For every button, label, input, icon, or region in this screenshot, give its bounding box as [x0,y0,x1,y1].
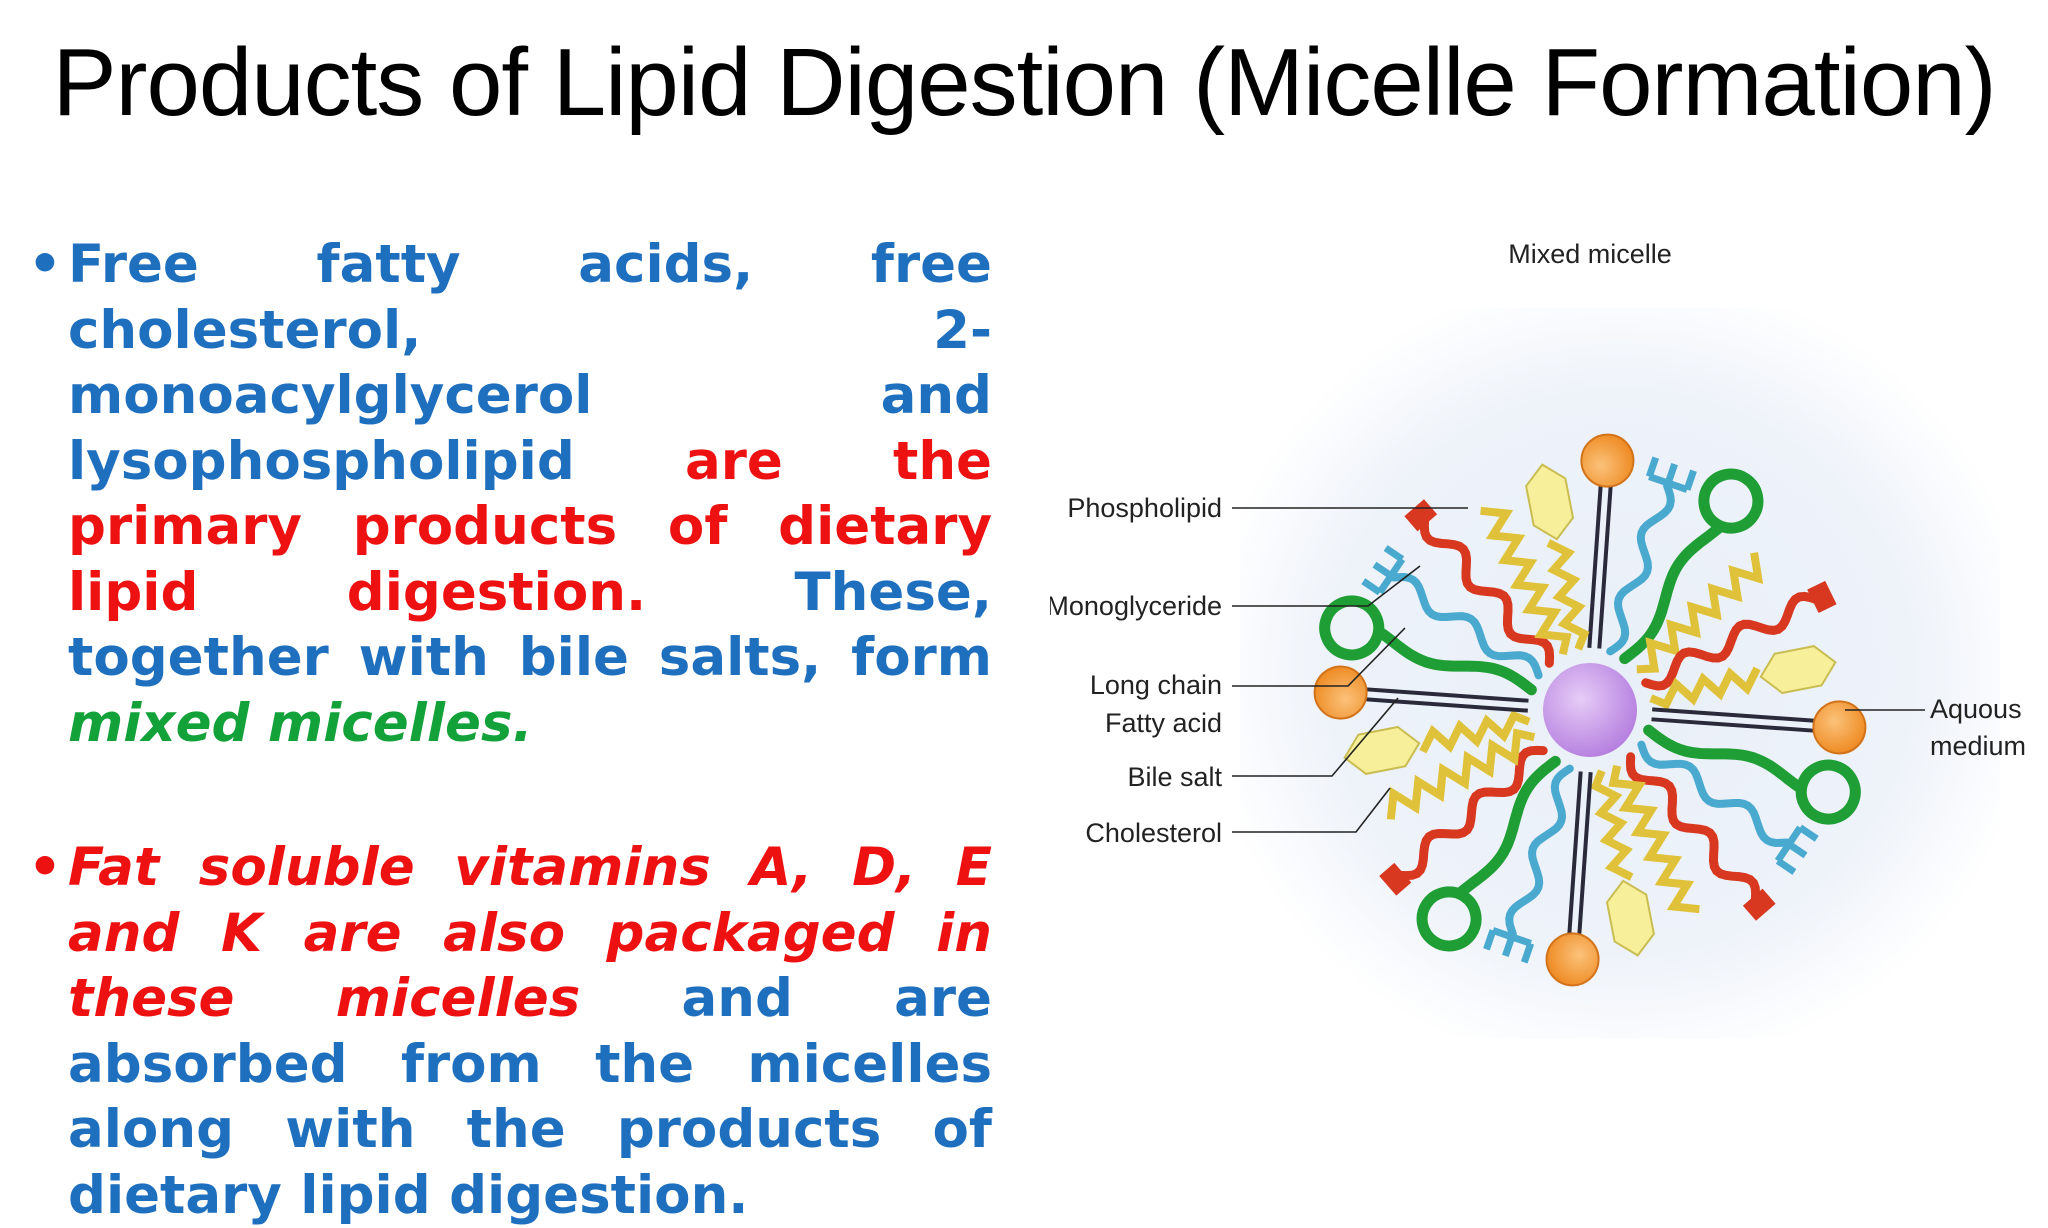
bile-salt-chain [1637,740,1791,847]
bilesalt-molecule [1361,545,1543,680]
monoglyceride-tail [1376,627,1537,696]
phospholipid-tail [1365,687,1529,703]
bullet-1-segment-1: Free fatty acids, free cholesterol, 2-mo… [68,234,992,492]
zigzag-molecule [1608,764,1700,914]
cholesterol-chain [1636,552,1764,674]
bile-salt-leader [1232,697,1399,777]
monoglyceride-tail [1619,523,1724,665]
slide-title: Products of Lipid Digestion (Micelle For… [52,29,1996,136]
label-bile-salt: Bile salt [1127,762,1222,792]
fatty-acid-chain [1419,515,1555,668]
bullet-list: • Free fatty acids, free cholesterol, 2-… [28,232,992,1228]
phospholipid-molecule [1651,700,1867,755]
label-aquous: Aquous [1930,694,2022,724]
monoglyceride-tail [1643,724,1804,793]
cholesterol-chain [1546,539,1590,651]
phospholipid-head [1580,433,1635,488]
zigzag-molecule [1636,552,1764,674]
phospholipid-tail [1597,485,1613,649]
fatty-acid-head [1807,580,1837,613]
fatty-acid-head [1742,888,1776,921]
fattyacid-molecule [1641,580,1837,691]
bile-salt-head [1645,456,1697,493]
label-fatty-acid: Fatty acid [1105,708,1222,738]
diagram-heading: Mixed micelle [1508,239,1672,269]
cholesterol-molecule [1590,769,1655,957]
fatty-acid-chain [1625,752,1761,905]
label-medium: medium [1930,731,2026,761]
cholesterol-leader [1232,787,1391,833]
bile-salt-head [1774,824,1819,875]
cholesterol-chain [1608,764,1700,914]
fatty-acid-leader [1232,627,1406,687]
bullet-dot: • [28,837,62,898]
bile-salt-chain [1389,573,1543,680]
micelle-background [1240,308,2000,1038]
label-cholesterol: Cholesterol [1085,818,1222,848]
bile-salt-chain [1505,764,1574,939]
bile-salt-chain [1606,481,1675,656]
cholesterol-ring [1525,463,1575,541]
monoglyceride-head [1319,595,1385,661]
label-phospholipid: Phospholipid [1067,493,1222,523]
monoglyceride-head [1795,759,1861,825]
monoglyceride-molecule [1319,595,1537,696]
bile-salt-head [1483,927,1535,964]
monoglyceride-molecule [1416,755,1561,952]
phospholipid-molecule [1580,433,1635,649]
zigzag-molecule [1480,506,1572,656]
monoglyceride-molecule [1643,724,1861,825]
phospholipid-molecule [1545,771,1600,987]
bullet-2: • Fat soluble vitamins A, D, E and K are… [28,835,992,1228]
bilesalt-molecule [1637,740,1819,875]
phospholipid-tail [1567,771,1583,935]
bullet-1-segment-4: mixed micelles. [68,692,533,754]
label-long-chain: Long chain [1090,670,1222,700]
cholesterol-chain [1419,710,1531,754]
phospholipid-tail [1651,717,1815,733]
bullet-1-segment-3: These, together with bile salts, form [68,561,992,689]
phospholipid-tail [1652,707,1815,723]
mixed-micelle-diagram: Mixed micelle Phospholipid Monoglyceride… [1050,228,2040,1048]
micelle-molecules [1313,433,1867,987]
bullet-1: • Free fatty acids, free cholesterol, 2-… [28,232,992,756]
label-monoglyceride: Monoglyceride [1050,591,1222,621]
micelle-core [1543,663,1637,757]
phospholipid-tail [1365,697,1528,713]
cholesterol-chain [1590,769,1634,881]
cholesterol-chain [1386,728,1536,820]
fatty-acid-chain [1641,591,1821,691]
monoglyceride-head [1416,886,1482,952]
fatty-acid-head [1379,862,1412,896]
fattyacid-molecule [1379,745,1548,896]
bullet-1-segment-2: are the primary products of dietary lipi… [68,430,992,623]
bullet-2-segment-1: Fat soluble vitamins A, D, E and K are a… [68,837,992,1029]
fattyacid-molecule [1625,752,1776,921]
phospholipid-tail [1577,772,1593,935]
phospholipid-head [1812,700,1867,755]
zigzag-molecule [1386,728,1536,820]
cholesterol-chain [1480,506,1572,656]
fatty-acid-chain [1395,745,1548,881]
cholesterol-molecule [1525,463,1590,651]
cholesterol-molecule [1649,645,1837,710]
bullet-dot: • [28,234,62,295]
bile-salt-head [1361,545,1406,596]
monoglyceride-leader [1232,565,1421,607]
cholesterol-ring [1759,645,1837,695]
monoglyceride-molecule [1619,468,1764,665]
phospholipid-head [1545,932,1600,987]
monoglyceride-tail [1456,755,1561,897]
cholesterol-chain [1649,666,1761,710]
bilesalt-molecule [1606,456,1697,656]
phospholipid-tail [1587,485,1603,648]
monoglyceride-head [1698,468,1764,534]
cholesterol-ring [1605,879,1655,957]
bilesalt-molecule [1483,764,1574,964]
